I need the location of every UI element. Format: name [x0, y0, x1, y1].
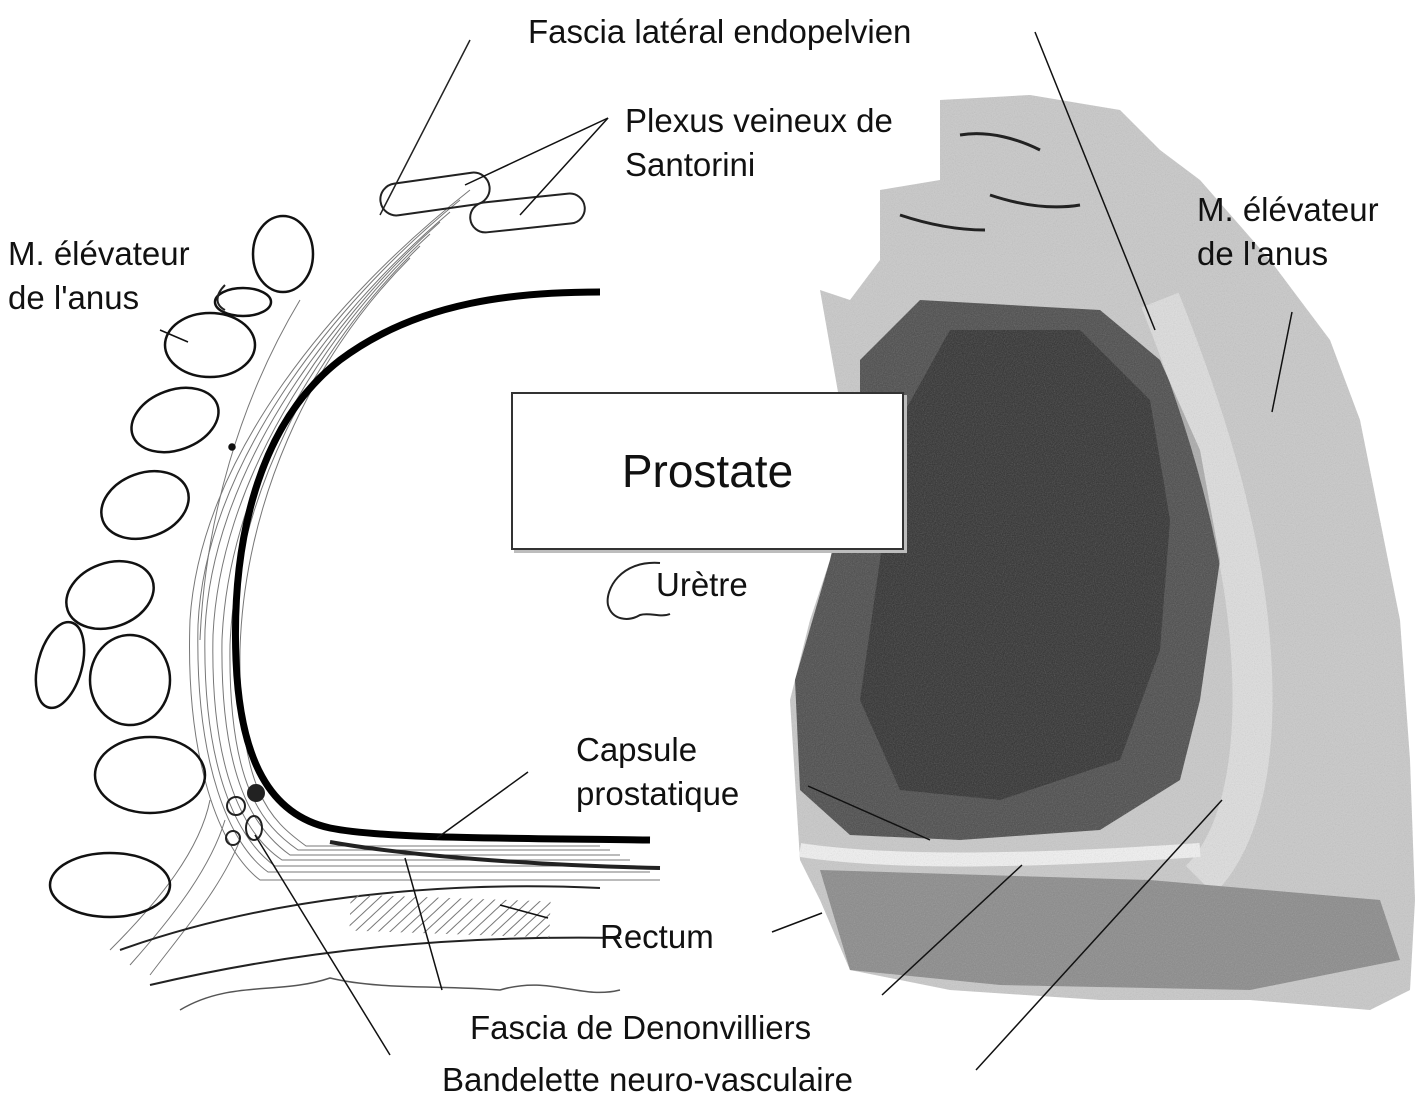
fascia-fibres [110, 190, 660, 975]
label-elevator-right: M. élévateur de l'anus [1197, 188, 1379, 276]
label-uretre: Urètre [656, 563, 748, 607]
santorini-vessel [378, 171, 491, 218]
label-fascia-denonvilliers: Fascia de Denonvilliers [470, 1006, 811, 1050]
label-fascia-lateral: Fascia latéral endopelvien [528, 10, 911, 54]
label-elevator-left: M. élévateur de l'anus [8, 232, 190, 320]
label-bandelette-neurovasculaire: Bandelette neuro-vasculaire [442, 1058, 853, 1099]
label-rectum: Rectum [600, 915, 714, 959]
label-prostate: Prostate [622, 444, 793, 498]
label-capsule-prostatique: Capsule prostatique [576, 728, 739, 816]
prostate-label-box: Prostate [511, 392, 904, 550]
label-plexus-santorini: Plexus veineux de Santorini [625, 99, 893, 187]
